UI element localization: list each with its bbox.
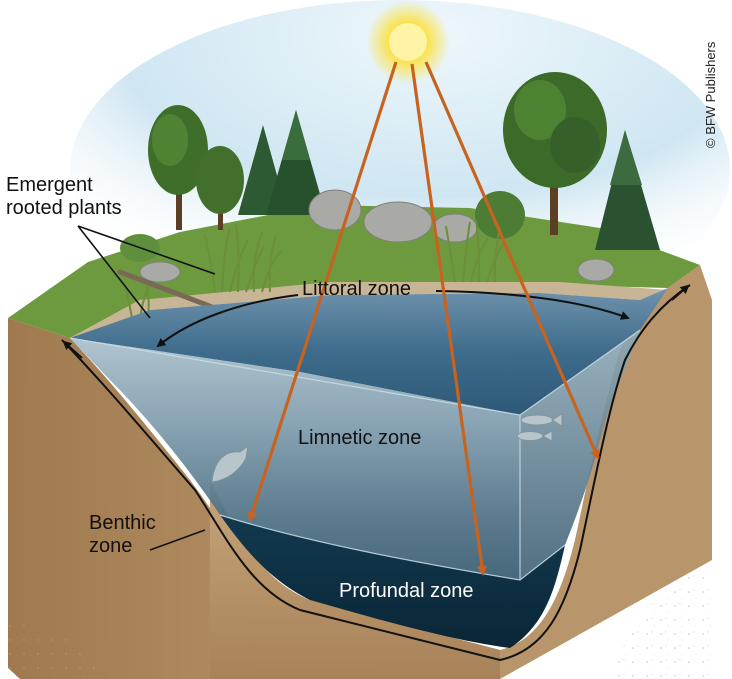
littoral-arrow-right bbox=[435, 290, 630, 320]
tree-icon bbox=[595, 130, 660, 250]
credit-text: © BFW Publishers bbox=[703, 41, 718, 148]
water-right-face bbox=[520, 330, 640, 580]
littoral-arrow-left bbox=[156, 294, 299, 348]
sun-rays bbox=[247, 61, 600, 576]
fish-icon bbox=[211, 413, 563, 483]
benthic-arrow-left bbox=[62, 340, 83, 359]
limnetic-zone-label: Limnetic zone bbox=[298, 427, 422, 449]
benthic-zone-label: Benthic zone bbox=[89, 512, 156, 557]
sun-icon bbox=[366, 0, 450, 84]
soil-left bbox=[8, 318, 500, 679]
soil-right bbox=[500, 265, 712, 679]
emergent-leader-lines bbox=[77, 225, 216, 319]
profundal-zone-label: Profundal zone bbox=[339, 580, 474, 602]
soil-front bbox=[210, 480, 500, 679]
littoral-zone-label: Littoral zone bbox=[302, 278, 411, 300]
gravel-shore bbox=[70, 282, 668, 340]
benthic-leader-line bbox=[149, 529, 206, 551]
profundal-water bbox=[220, 515, 565, 648]
water-edges bbox=[69, 329, 641, 581]
tree-icon bbox=[503, 72, 607, 235]
water-surface bbox=[70, 288, 668, 415]
benthic-arrow-right bbox=[671, 284, 690, 301]
benthic-line bbox=[61, 284, 691, 662]
emergent-plants-label: Emergent rooted plants bbox=[6, 174, 122, 219]
rock-icon bbox=[139, 189, 615, 283]
fallen-log bbox=[117, 269, 223, 313]
water-front-face bbox=[70, 338, 520, 580]
shore-ground bbox=[8, 205, 700, 338]
tree-icon bbox=[238, 110, 326, 215]
reed-icon bbox=[123, 219, 505, 319]
tree-icon bbox=[148, 105, 244, 230]
